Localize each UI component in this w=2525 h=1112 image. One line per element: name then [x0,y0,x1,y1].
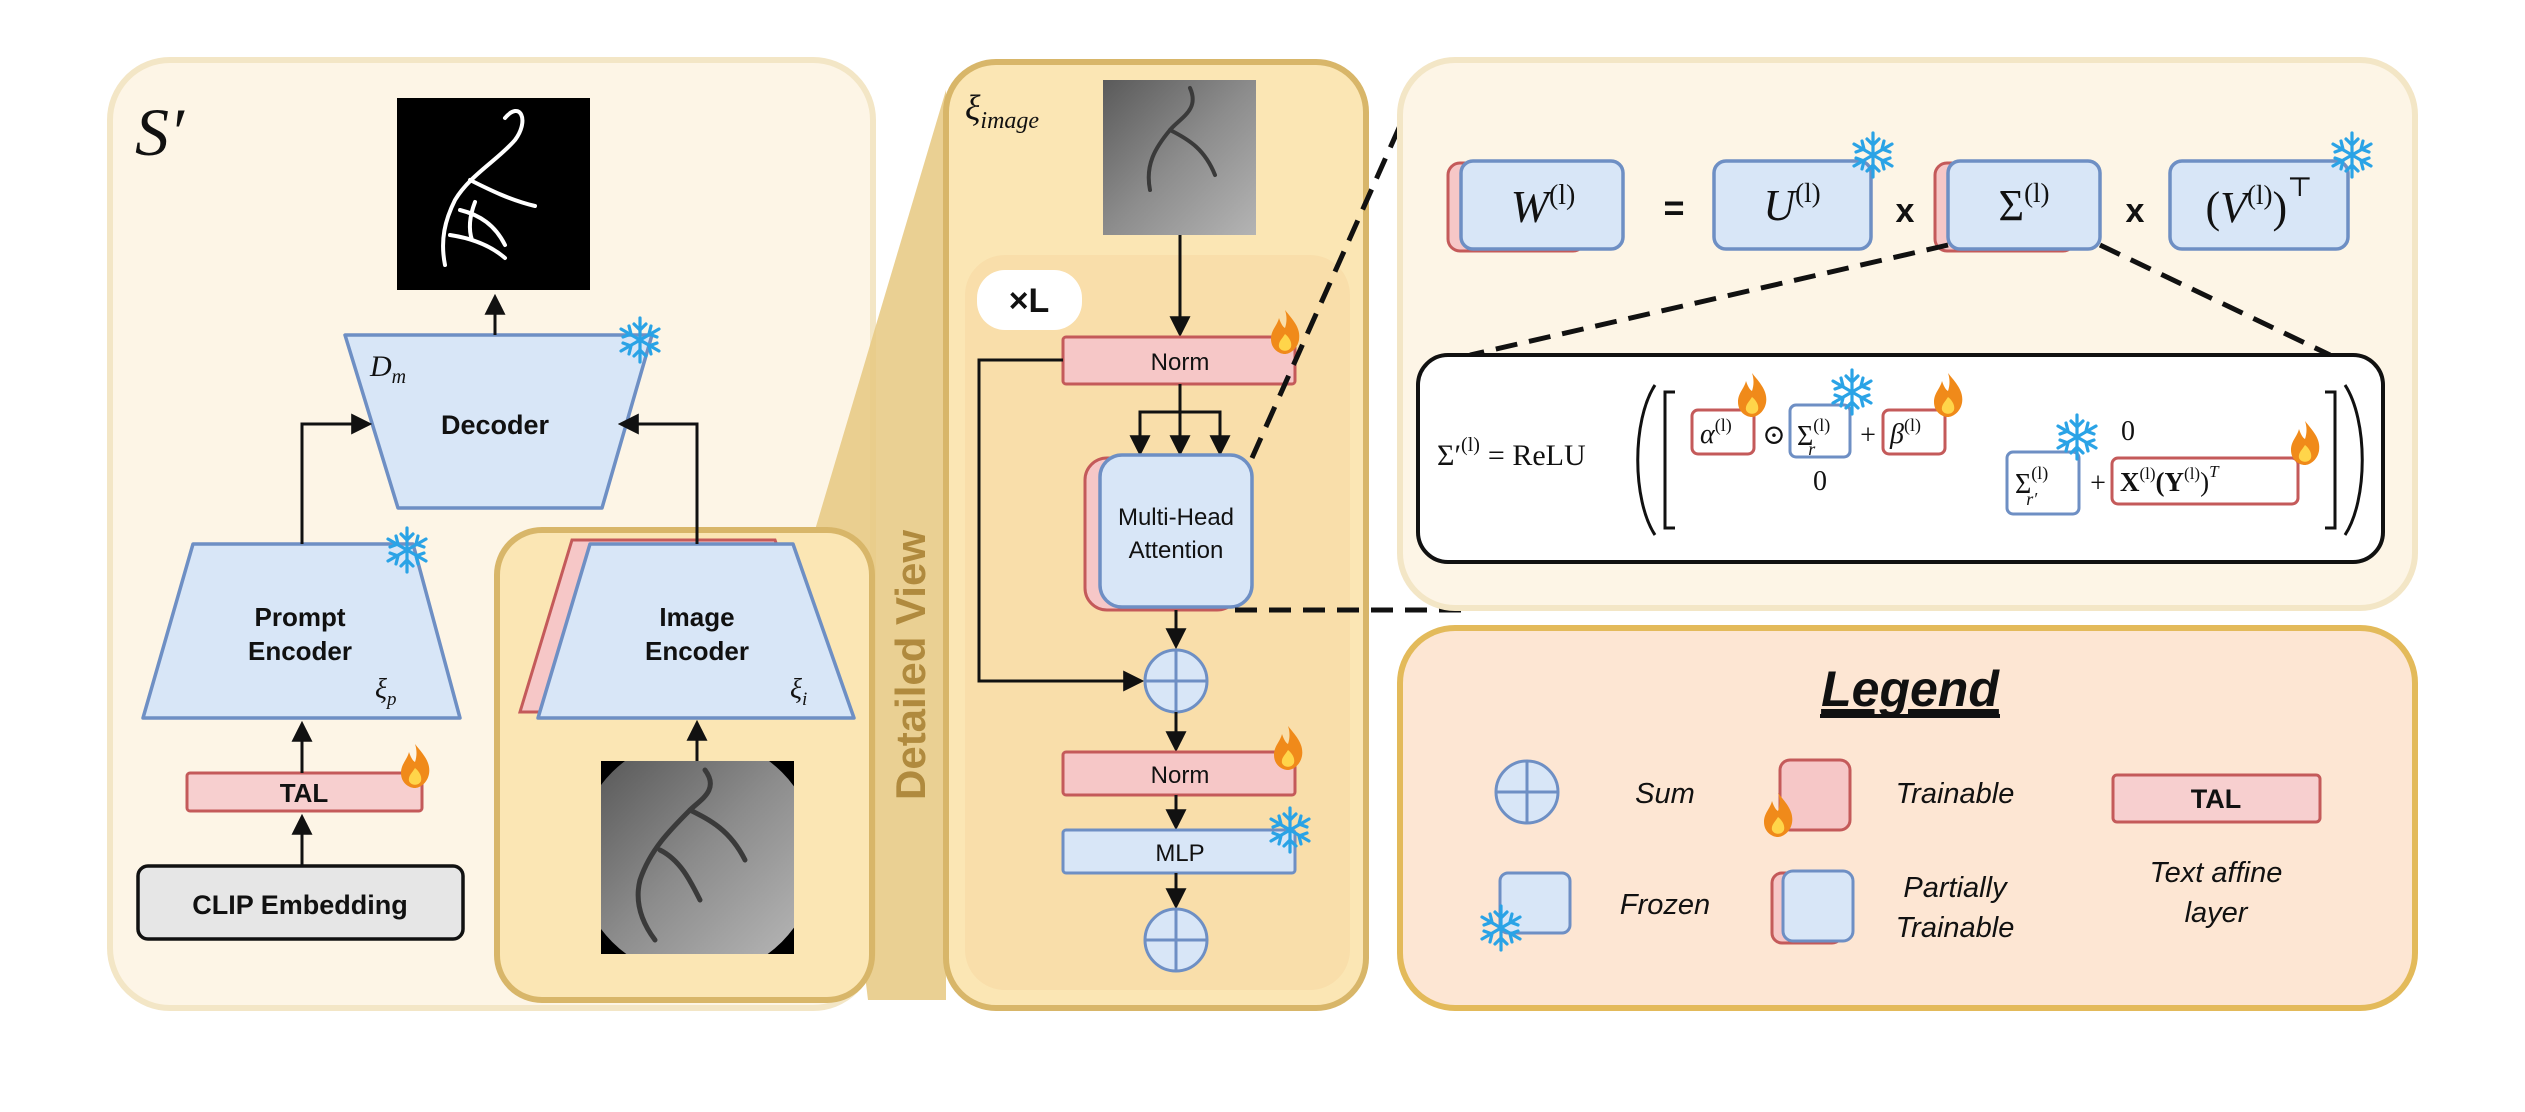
times-sign-2: x [2126,192,2145,230]
detailed-view-panel: Detailed View ξimage ×L Norm Multi-Head … [887,59,1369,1011]
sum1-icon [1143,648,1209,714]
repeat-label: ×L [1009,282,1050,320]
detailed-view-side-label: Detailed View [887,530,934,800]
svg-text:α(l): α(l) [1700,415,1732,450]
legend-trainable-swatch [1778,758,1852,832]
mha-line2: Attention [1129,537,1224,564]
svg-text:Dm: Dm [369,350,406,388]
svg-text:Σ(l)r: Σ(l)r [1797,415,1830,459]
svg-text:W(l): W(l) [1511,180,1576,232]
beta-term: β [1889,419,1904,450]
svg-text:ξp: ξp [375,674,397,710]
svg-text:X(l)(Y(l))T: X(l)(Y(l))T [2120,462,2220,497]
legend-title: Legend [1821,661,2000,717]
detail-input-image [1103,80,1256,235]
legend-tal-swatch [2111,773,2322,824]
legend-partial-swatch [1781,869,1855,943]
sigma-prime-formula-box [1416,353,2385,564]
svg-text:ξimage: ξimage [965,88,1039,134]
legend-partial-line2: Trainable [1896,912,2015,944]
sigma-rprime-term: Σ [2015,469,2031,500]
svg-text:β(l): β(l) [1889,415,1921,450]
repeat-block [965,255,1350,990]
mha-line1: Multi-Head [1118,504,1234,531]
prompt-encoder-line1: Prompt [255,602,346,632]
svg-text:Σ(l)r′: Σ(l)r′ [2015,463,2048,509]
sigma-term: Σ [1998,181,2024,230]
alpha-term: α [1700,419,1716,450]
legend-partial-line1: Partially [1903,872,2008,904]
decoder-symbol: D [369,350,392,383]
norm1-label: Norm [1151,349,1210,376]
decoder-label: Decoder [441,410,550,440]
image-encoder-line1: Image [659,602,734,632]
svg-text:Σ(l): Σ(l) [1998,178,2049,230]
odot-operator: ⊙ [1762,420,1785,451]
sigma-r-term: Σ [1797,421,1813,452]
legend-trainable-label: Trainable [1896,778,2015,810]
times-sign-1: x [1896,192,1915,230]
clip-embedding-block: CLIP Embedding [136,864,465,941]
image-encoder-line2: Encoder [645,636,749,666]
legend-tal-desc-line2: layer [2185,897,2249,929]
legend-panel: Legend Sum Trainable TAL Frozen Partiall… [1397,625,2418,1011]
detailed-view-symbol: ξ [965,88,981,128]
legend-tal-desc-line1: Text affine [2150,857,2283,889]
formula-lhs: Σ′ [1437,439,1461,472]
svg-text:Σ′(l)= ReLU: Σ′(l)= ReLU [1437,434,1586,472]
mlp-label: MLP [1155,840,1204,867]
tal-block: TAL [185,744,430,813]
xy-term: X [2120,467,2140,497]
svd-panel: W(l) = U(l) x Σ(l) x (V(l))⊤ Σ′(l)= ReLU… [1397,57,2418,611]
svg-text:ξi: ξi [790,674,807,710]
prompt-encoder-block: Prompt Encoder ξp [141,526,462,720]
sprime-title: S′ [135,94,185,170]
plus-operator-1: + [1860,420,1876,451]
svg-text:(V(l))⊤: (V(l))⊤ [2205,172,2312,232]
decoder-block: Dm Decoder [343,316,661,510]
zero-bottom: 0 [1813,466,1827,497]
legend-tal-label: TAL [2191,784,2241,814]
clip-embedding-label: CLIP Embedding [192,890,408,920]
zero-top: 0 [2121,416,2135,447]
prompt-encoder-symbol: ξ [375,674,387,705]
svg-text:U(l): U(l) [1763,178,1820,230]
legend-frozen-label: Frozen [1620,889,1710,921]
w-term: W [1511,181,1553,232]
legend-sum-icon [1494,759,1560,825]
segmentation-output-image [397,98,590,290]
plus-operator-2: + [2090,468,2106,499]
sum2-icon [1143,907,1209,973]
u-term: U [1763,181,1798,230]
norm2-label: Norm [1151,762,1210,789]
v-term: V [2220,183,2252,232]
equals-sign: = [1663,187,1684,228]
image-encoder-panel: Image Encoder ξi [494,527,875,1003]
legend-sum-label: Sum [1635,778,1695,810]
input-angiogram-image [601,761,794,954]
prompt-encoder-line2: Encoder [248,636,352,666]
tal-label: TAL [280,778,329,808]
image-encoder-symbol: ξ [790,674,802,705]
